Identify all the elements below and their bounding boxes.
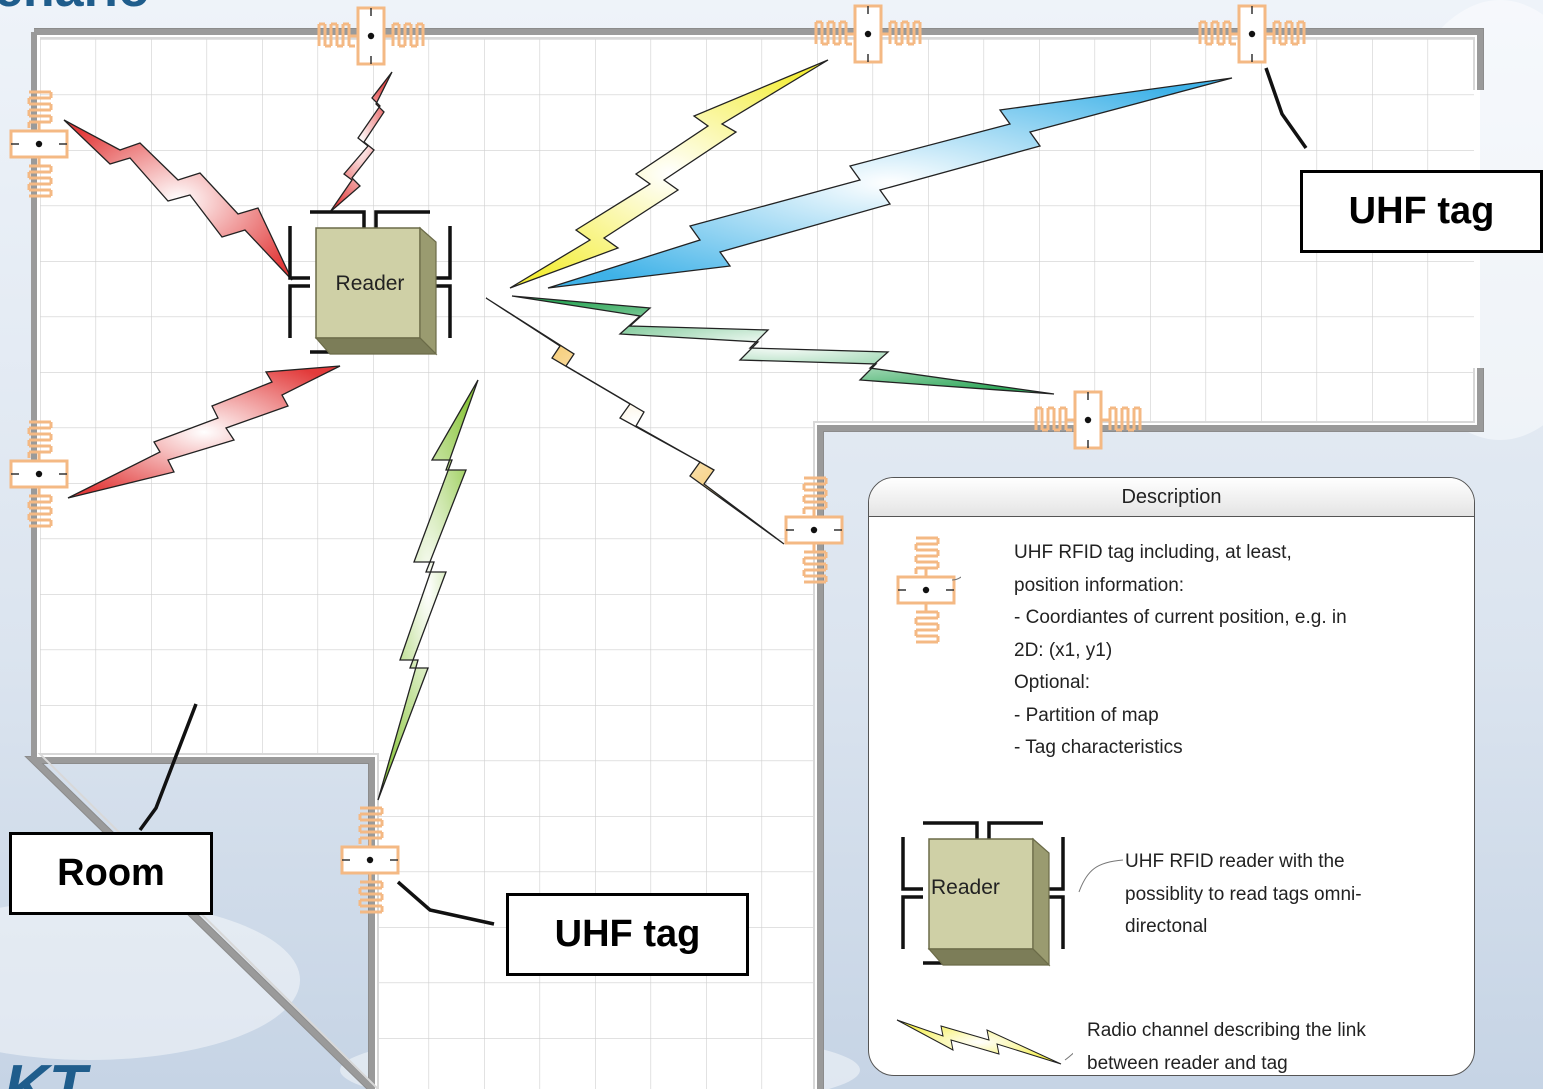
radio-link-bolt: [63, 119, 293, 281]
logo: KT: [4, 1053, 92, 1089]
radio-link-bolt: [511, 295, 1055, 395]
radio-link-bolt: [509, 59, 829, 289]
legend-title: Description: [869, 478, 1474, 517]
legend-reader-description: UHF RFID reader with the possiblity to r…: [1125, 851, 1362, 937]
legend-connector: [1078, 859, 1124, 893]
legend-tag-icon: [891, 530, 961, 650]
page-heading: enario: [0, 0, 150, 18]
legend-tag-description: UHF RFID tag including, at least, positi…: [1014, 542, 1347, 758]
legend-panel: Description UHF RFID tag including, at l…: [868, 477, 1475, 1076]
callout-uhf-tag-bottom: UHF tag: [506, 893, 749, 976]
legend-radio-description: Radio channel describing the link betwee…: [1087, 1020, 1366, 1074]
radio-link-bolt: [485, 297, 785, 545]
callout-connector: [138, 703, 198, 832]
legend-reader-label: Reader: [931, 876, 1000, 899]
radio-link-bolt: [329, 71, 393, 213]
radio-link-bolt: [67, 365, 341, 499]
radio-link-bolt: [547, 77, 1233, 289]
callout-connector: [396, 880, 495, 926]
callout-connector: [1264, 67, 1308, 150]
radio-link-bolt: [377, 379, 479, 801]
legend-bolt-icon: [896, 1019, 1073, 1065]
reader-label: Reader: [336, 272, 405, 295]
callout-room: Room: [9, 832, 213, 915]
callout-uhf-tag-top: UHF tag: [1300, 170, 1543, 253]
